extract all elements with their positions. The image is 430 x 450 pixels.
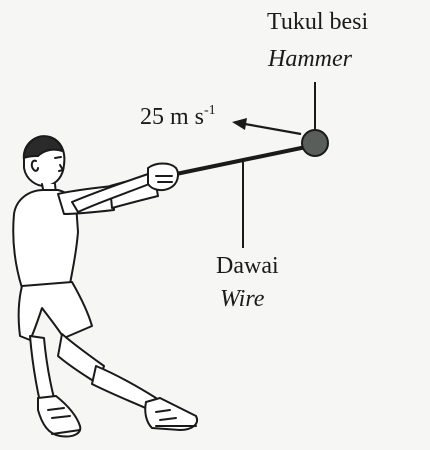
speed-value: 25 m s xyxy=(140,104,204,130)
wire-line xyxy=(176,147,306,174)
wire-label-english: Wire xyxy=(220,285,264,313)
hammer-label-english: Hammer xyxy=(268,45,352,73)
hammer-label-malay: Tukul besi xyxy=(267,8,368,36)
speed-label: 25 m s-1 xyxy=(140,103,216,131)
velocity-arrowhead xyxy=(232,118,247,130)
athlete-figure xyxy=(13,136,197,436)
hammer-ball xyxy=(302,130,328,156)
wire-label-malay: Dawai xyxy=(216,252,279,280)
speed-exponent: -1 xyxy=(204,103,216,118)
velocity-arrow xyxy=(245,124,301,134)
